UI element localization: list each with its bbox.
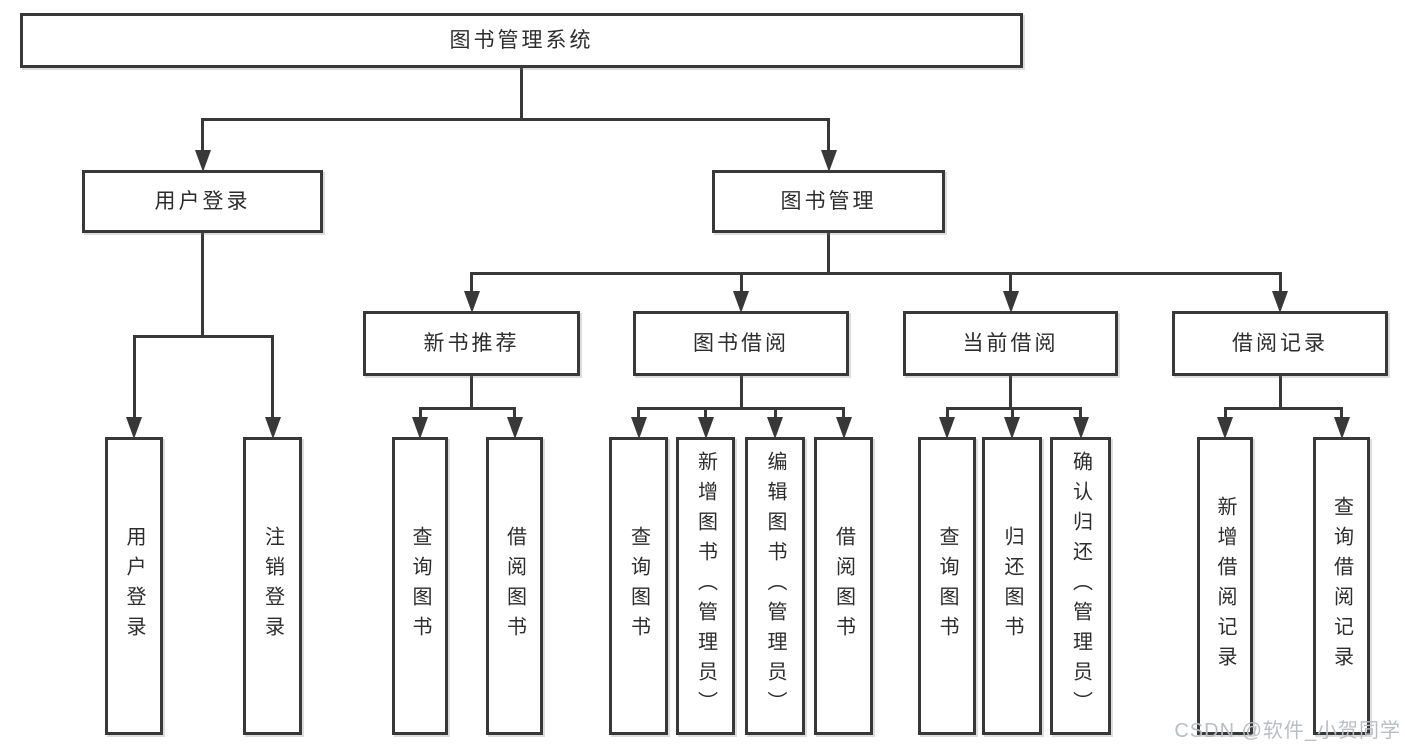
arrowhead-icon: [1072, 417, 1089, 439]
node-label: 借阅图书: [832, 526, 855, 646]
node-book-mgmt: 图书管理: [712, 170, 945, 233]
connector-line: [1223, 407, 1343, 410]
arrowhead-icon: [126, 417, 142, 439]
connector-line: [132, 335, 136, 419]
arrowhead-icon: [463, 291, 480, 313]
node-label: 归还图书: [1001, 526, 1023, 646]
connector-line: [520, 68, 523, 118]
connector-line: [1079, 407, 1082, 419]
node-label: 新增图书（管理员）: [694, 451, 717, 721]
node-leaf-user-login: 用户登录: [105, 437, 163, 735]
connector-line: [470, 272, 473, 293]
connector-line: [945, 407, 1082, 410]
node-label: 查询借阅记录: [1330, 496, 1353, 676]
arrowhead-icon: [835, 417, 852, 439]
arrowhead-icon: [939, 417, 955, 439]
arrowhead-icon: [1272, 291, 1288, 313]
connector-line: [842, 407, 845, 419]
node-label: 确认归还（管理员）: [1069, 451, 1092, 721]
connector-line: [1009, 376, 1012, 407]
node-label: 新增借阅记录: [1214, 496, 1236, 676]
watermark: CSDN @软件_小贺同学: [1174, 720, 1401, 742]
node-leaf-confirm-return: 确认归还（管理员）: [1050, 437, 1111, 735]
node-book-borrow: 图书借阅: [633, 311, 849, 376]
arrowhead-icon: [1004, 417, 1020, 439]
node-leaf-query-borrow-record: 查询借阅记录: [1313, 437, 1370, 735]
connector-line: [271, 335, 274, 419]
arrowhead-icon: [1333, 417, 1350, 439]
node-leaf-query-book-3: 查询图书: [918, 437, 976, 735]
connector-line: [201, 118, 204, 152]
arrowhead-icon: [820, 150, 837, 172]
node-leaf-query-book-2: 查询图书: [609, 437, 668, 735]
node-leaf-edit-book: 编辑图书（管理员）: [745, 437, 805, 735]
node-label: 借阅图书: [503, 526, 526, 646]
node-current-borrow: 当前借阅: [903, 311, 1118, 376]
connector-line: [132, 335, 274, 338]
node-leaf-borrow-book-2: 借阅图书: [814, 437, 873, 735]
connector-line: [1340, 407, 1343, 419]
connector-line: [637, 407, 845, 410]
connector-line: [201, 118, 830, 121]
connector-line: [470, 376, 473, 407]
node-label: 编辑图书（管理员）: [764, 451, 786, 721]
node-leaf-return-book: 归还图书: [982, 437, 1042, 735]
node-leaf-query-book-1: 查询图书: [392, 437, 448, 735]
node-label: 用户登录: [154, 190, 251, 213]
connector-line: [418, 407, 422, 419]
arrowhead-icon: [767, 417, 783, 439]
connector-line: [1278, 272, 1282, 293]
arrowhead-icon: [194, 150, 211, 172]
node-leaf-logout: 注销登录: [243, 437, 302, 735]
node-new-book-rec: 新书推荐: [363, 311, 580, 376]
node-leaf-add-borrow-record: 新增借阅记录: [1197, 437, 1253, 735]
node-label: 图书借阅: [693, 332, 789, 355]
node-label: 当前借阅: [962, 332, 1059, 355]
arrowhead-icon: [506, 417, 523, 439]
arrowhead-icon: [264, 417, 281, 439]
connector-line: [418, 407, 516, 410]
node-root: 图书管理系统: [20, 13, 1023, 68]
connector-line: [945, 407, 949, 419]
node-leaf-borrow-book-1: 借阅图书: [486, 437, 543, 735]
connector-line: [513, 407, 516, 419]
connector-line: [470, 272, 1282, 275]
connector-line: [637, 407, 640, 419]
connector-line: [1278, 376, 1282, 407]
node-label: 借阅记录: [1232, 332, 1328, 355]
connector-line: [827, 233, 830, 272]
node-label: 查询图书: [409, 526, 431, 646]
connector-line: [704, 407, 707, 419]
node-leaf-add-book: 新增图书（管理员）: [676, 437, 735, 735]
connector-line: [1009, 272, 1012, 293]
connector-line: [1010, 407, 1014, 419]
node-label: 新书推荐: [423, 332, 520, 355]
arrowhead-icon: [733, 291, 749, 313]
connector-line: [1223, 407, 1227, 419]
arrowhead-icon: [630, 417, 647, 439]
arrowhead-icon: [697, 417, 714, 439]
connector-line: [739, 272, 743, 293]
arrowhead-icon: [412, 417, 428, 439]
connector-line: [773, 407, 777, 419]
node-label: 注销登录: [261, 526, 284, 646]
node-user-login: 用户登录: [82, 170, 323, 233]
node-borrow-records: 借阅记录: [1172, 311, 1388, 376]
arrowhead-icon: [1217, 417, 1233, 439]
arrowhead-icon: [1002, 291, 1019, 313]
connector-line: [739, 376, 743, 407]
node-label: 用户登录: [123, 526, 145, 646]
node-label: 图书管理系统: [449, 29, 594, 52]
connector-line: [201, 233, 204, 335]
connector-line: [827, 118, 830, 152]
node-label: 查询图书: [627, 526, 650, 646]
node-label: 图书管理: [780, 190, 877, 213]
node-label: 查询图书: [936, 526, 958, 646]
